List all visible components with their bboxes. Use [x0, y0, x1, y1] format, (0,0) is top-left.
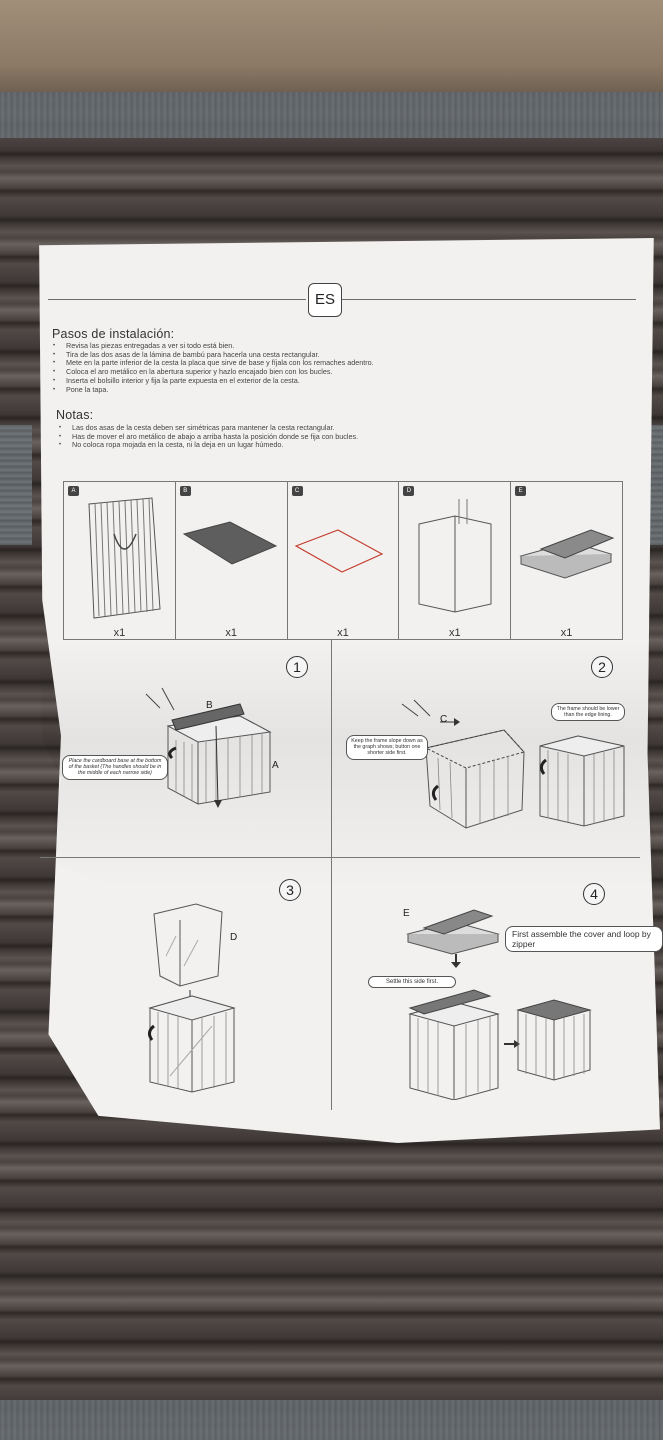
- header-rule-right: [342, 299, 636, 300]
- part-b: B x1: [176, 482, 288, 639]
- step2-frame-illustration: [401, 699, 525, 829]
- install-item: Tira de las dos asas de la lámina de bam…: [53, 350, 374, 360]
- step2-label-c: C: [440, 714, 448, 725]
- language-badge: ES: [308, 283, 342, 317]
- notes-item: Las dos asas de la cesta deben ser simét…: [59, 423, 358, 433]
- part-qty: x1: [448, 627, 461, 639]
- mat-border-top: [0, 92, 663, 138]
- mat-border-bottom: [0, 1400, 663, 1440]
- header-rule-left: [48, 299, 306, 300]
- step1-label-b: B: [206, 700, 213, 711]
- step1-illustration: [145, 687, 272, 808]
- steps-divider-horizontal: [40, 857, 640, 858]
- notes-list: Las dos asas de la cesta deben ser simét…: [59, 423, 358, 450]
- notes-item: Has de mover el aro metálico de abajo a …: [59, 432, 358, 442]
- inner-bag-illustration: [418, 499, 492, 613]
- steps-divider-vertical: [331, 640, 332, 1110]
- step2-callout-right: The frame should be lower than the edge …: [551, 703, 625, 722]
- install-item: Coloca el aro metálico en la abertura su…: [53, 367, 374, 377]
- step2-callout-left: Keep the frame slope down as the graph s…: [346, 735, 428, 760]
- step1-label-a: A: [272, 760, 279, 771]
- part-letter: E: [515, 486, 527, 496]
- install-item: Inserta el bolsillo interior y fija la p…: [53, 376, 374, 386]
- bamboo-sheet-illustration: [88, 497, 161, 619]
- part-c: C x1: [288, 482, 400, 639]
- step3-label-d: D: [230, 932, 238, 943]
- install-list: Revisa las piezas entregadas a ver si to…: [53, 341, 374, 395]
- step-number-2: 2: [591, 656, 613, 678]
- step1-callout: Place the cardboard base at the bottom o…: [62, 755, 168, 780]
- wall-background: [0, 0, 663, 92]
- mat-border-left: [0, 425, 32, 545]
- part-qty: x1: [113, 627, 126, 639]
- install-item: Mete en la parte inferior de la cesta la…: [53, 359, 374, 368]
- install-title: Pasos de instalación:: [52, 327, 175, 341]
- part-a: A x1: [64, 482, 176, 639]
- cardboard-base-illustration: [182, 521, 277, 565]
- step4-callout-side: Settle this side first.: [368, 976, 456, 989]
- part-e: E x1: [511, 482, 622, 639]
- notes-item: No coloca ropa mojada en la cesta, ni la…: [59, 441, 358, 450]
- step3-illustration: [147, 903, 236, 1093]
- part-letter: A: [68, 486, 79, 496]
- step-number-3: 3: [279, 879, 301, 901]
- part-d: D x1: [399, 482, 512, 639]
- step-number-4: 4: [583, 883, 605, 905]
- install-item: Pone la tapa.: [53, 385, 374, 395]
- part-letter: D: [403, 486, 415, 496]
- part-qty: x1: [560, 627, 573, 639]
- notes-title: Notas:: [56, 408, 94, 422]
- part-letter: C: [291, 486, 303, 496]
- lid-illustration: [519, 529, 615, 579]
- part-letter: B: [179, 486, 191, 496]
- part-qty: x1: [225, 627, 237, 639]
- step4-label-e: E: [403, 908, 410, 919]
- step2-basket-illustration: [539, 735, 625, 827]
- step4-callout-top: First assemble the cover and loop by zip…: [505, 926, 663, 952]
- metal-frame-illustration: [294, 529, 383, 573]
- parts-table: A x1 B x1 C x1 D: [63, 481, 623, 640]
- step-number-1: 1: [286, 656, 308, 678]
- install-item: Revisa las piezas entregadas a ver si to…: [53, 341, 374, 351]
- step4-illustration: [406, 909, 592, 1100]
- part-qty: x1: [337, 627, 349, 639]
